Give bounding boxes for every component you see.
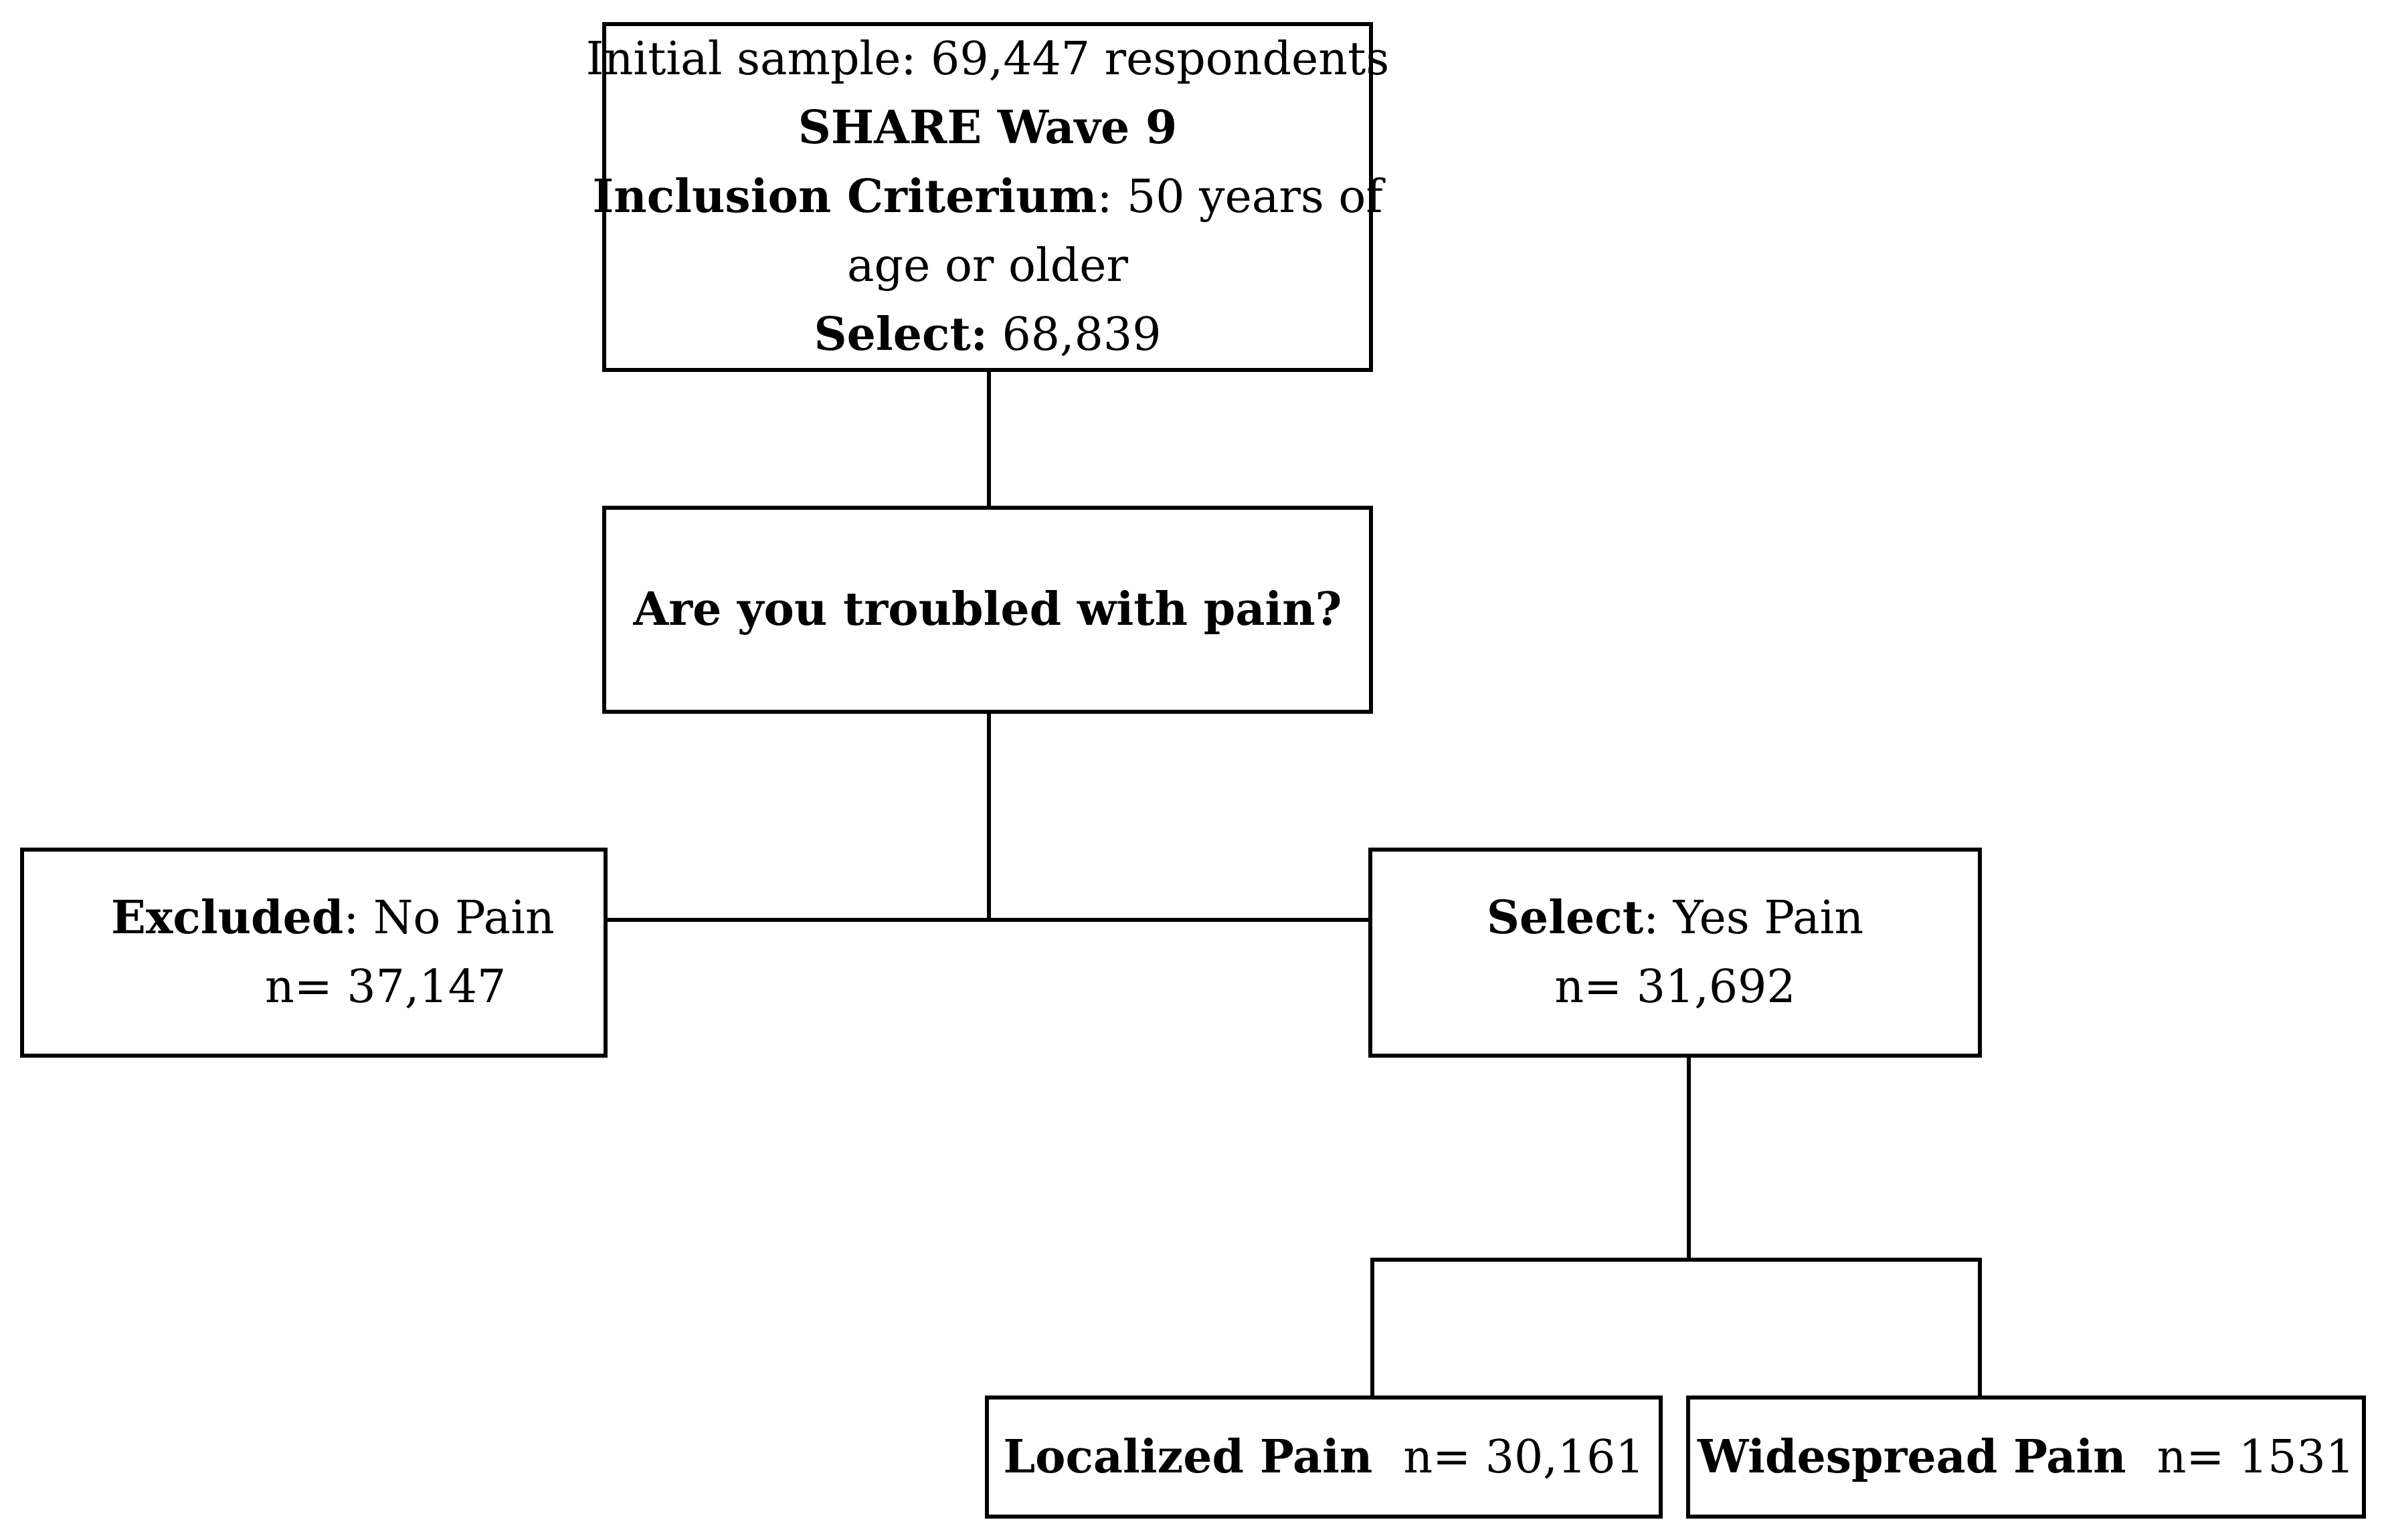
connector-split-right [987, 918, 1372, 922]
connector-branch-horizontal [1370, 1258, 1982, 1262]
question-text: Are you troubled with pain? [633, 583, 1342, 636]
inclusion-criterion-label: Inclusion Criterium [592, 170, 1097, 223]
connector-selected-down [1687, 1057, 1691, 1262]
initial-select-line: Select: 68,839 [814, 300, 1162, 369]
selected-count: n= 31,692 [1554, 961, 1796, 1014]
connector-split-left [606, 918, 990, 922]
initial-sample-box: Initial sample: 69,447 respondents SHARE… [586, 22, 1389, 372]
initial-sample-text: Initial sample: 69,447 respondents [585, 33, 1390, 86]
selected-label: Select [1486, 891, 1644, 945]
excluded-box: Excluded: No Pain n= 37,147 [20, 848, 608, 1058]
inclusion-criterion-text: : 50 years of [1097, 171, 1383, 223]
widespread-pain-label: Widespread Pain [1697, 1430, 2126, 1484]
initial-select-count: 68,839 [987, 308, 1162, 361]
connector-initial-to-question [987, 370, 991, 506]
localized-pain-box: Localized Pain n= 30,161 [985, 1395, 1663, 1519]
selected-box: Select: Yes Pain n= 31,692 [1368, 848, 1982, 1058]
survey-wave-title: SHARE Wave 9 [798, 101, 1178, 155]
connector-branch-right-down [1978, 1258, 1982, 1397]
excluded-label: Excluded [111, 891, 344, 945]
excluded-label-line: Excluded: No Pain [64, 884, 555, 953]
widespread-pain-count: n= 1531 [2157, 1430, 2355, 1484]
initial-select-label: Select: [814, 308, 988, 361]
localized-pain-label: Localized Pain [1003, 1430, 1373, 1484]
widespread-pain-box: Widespread Pain n= 1531 [1686, 1395, 2366, 1519]
selected-label-line: Select: Yes Pain [1487, 884, 1863, 953]
selected-reason: : Yes Pain [1643, 892, 1864, 945]
connector-branch-left-down [1370, 1258, 1374, 1397]
localized-pain-count: n= 30,161 [1403, 1430, 1645, 1484]
excluded-reason: : No Pain [343, 892, 555, 945]
inclusion-criterion-line: Inclusion Criterium: 50 years of [593, 163, 1383, 231]
question-box: Are you troubled with pain? [602, 506, 1373, 714]
inclusion-criterion-text-continued: age or older [847, 239, 1128, 292]
connector-question-to-split [987, 712, 991, 922]
excluded-count: n= 37,147 [265, 961, 507, 1014]
